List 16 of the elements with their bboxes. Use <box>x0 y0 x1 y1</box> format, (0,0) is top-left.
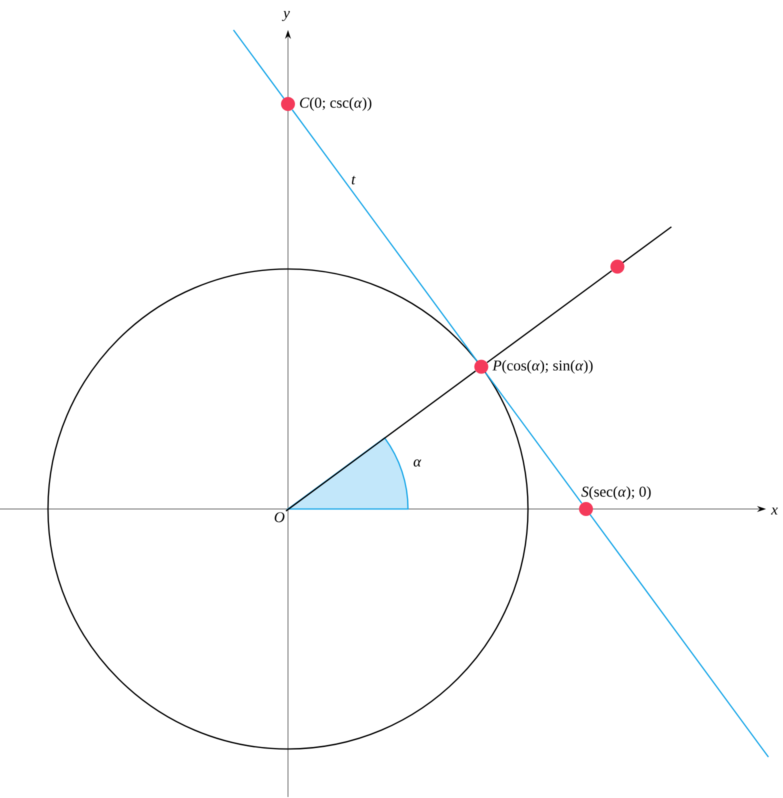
point-dot <box>281 97 295 111</box>
point-label: C(0; csc(α)) <box>300 97 372 111</box>
point-label: P(cos(α); sin(α)) <box>492 360 593 374</box>
point-dot <box>610 260 624 274</box>
line-segment <box>292 109 478 362</box>
point-label: S(sec(α); 0) <box>581 486 651 500</box>
line-segment <box>485 372 582 504</box>
origin-label: O <box>274 512 284 522</box>
line-segment <box>286 370 476 512</box>
edge-label: t <box>352 176 356 184</box>
point-dot <box>474 360 488 374</box>
line-segment <box>486 270 612 364</box>
axis-label: x <box>771 508 778 514</box>
angle-label: α <box>414 459 422 467</box>
point-dot <box>579 502 593 516</box>
axis-label: y <box>282 10 290 22</box>
